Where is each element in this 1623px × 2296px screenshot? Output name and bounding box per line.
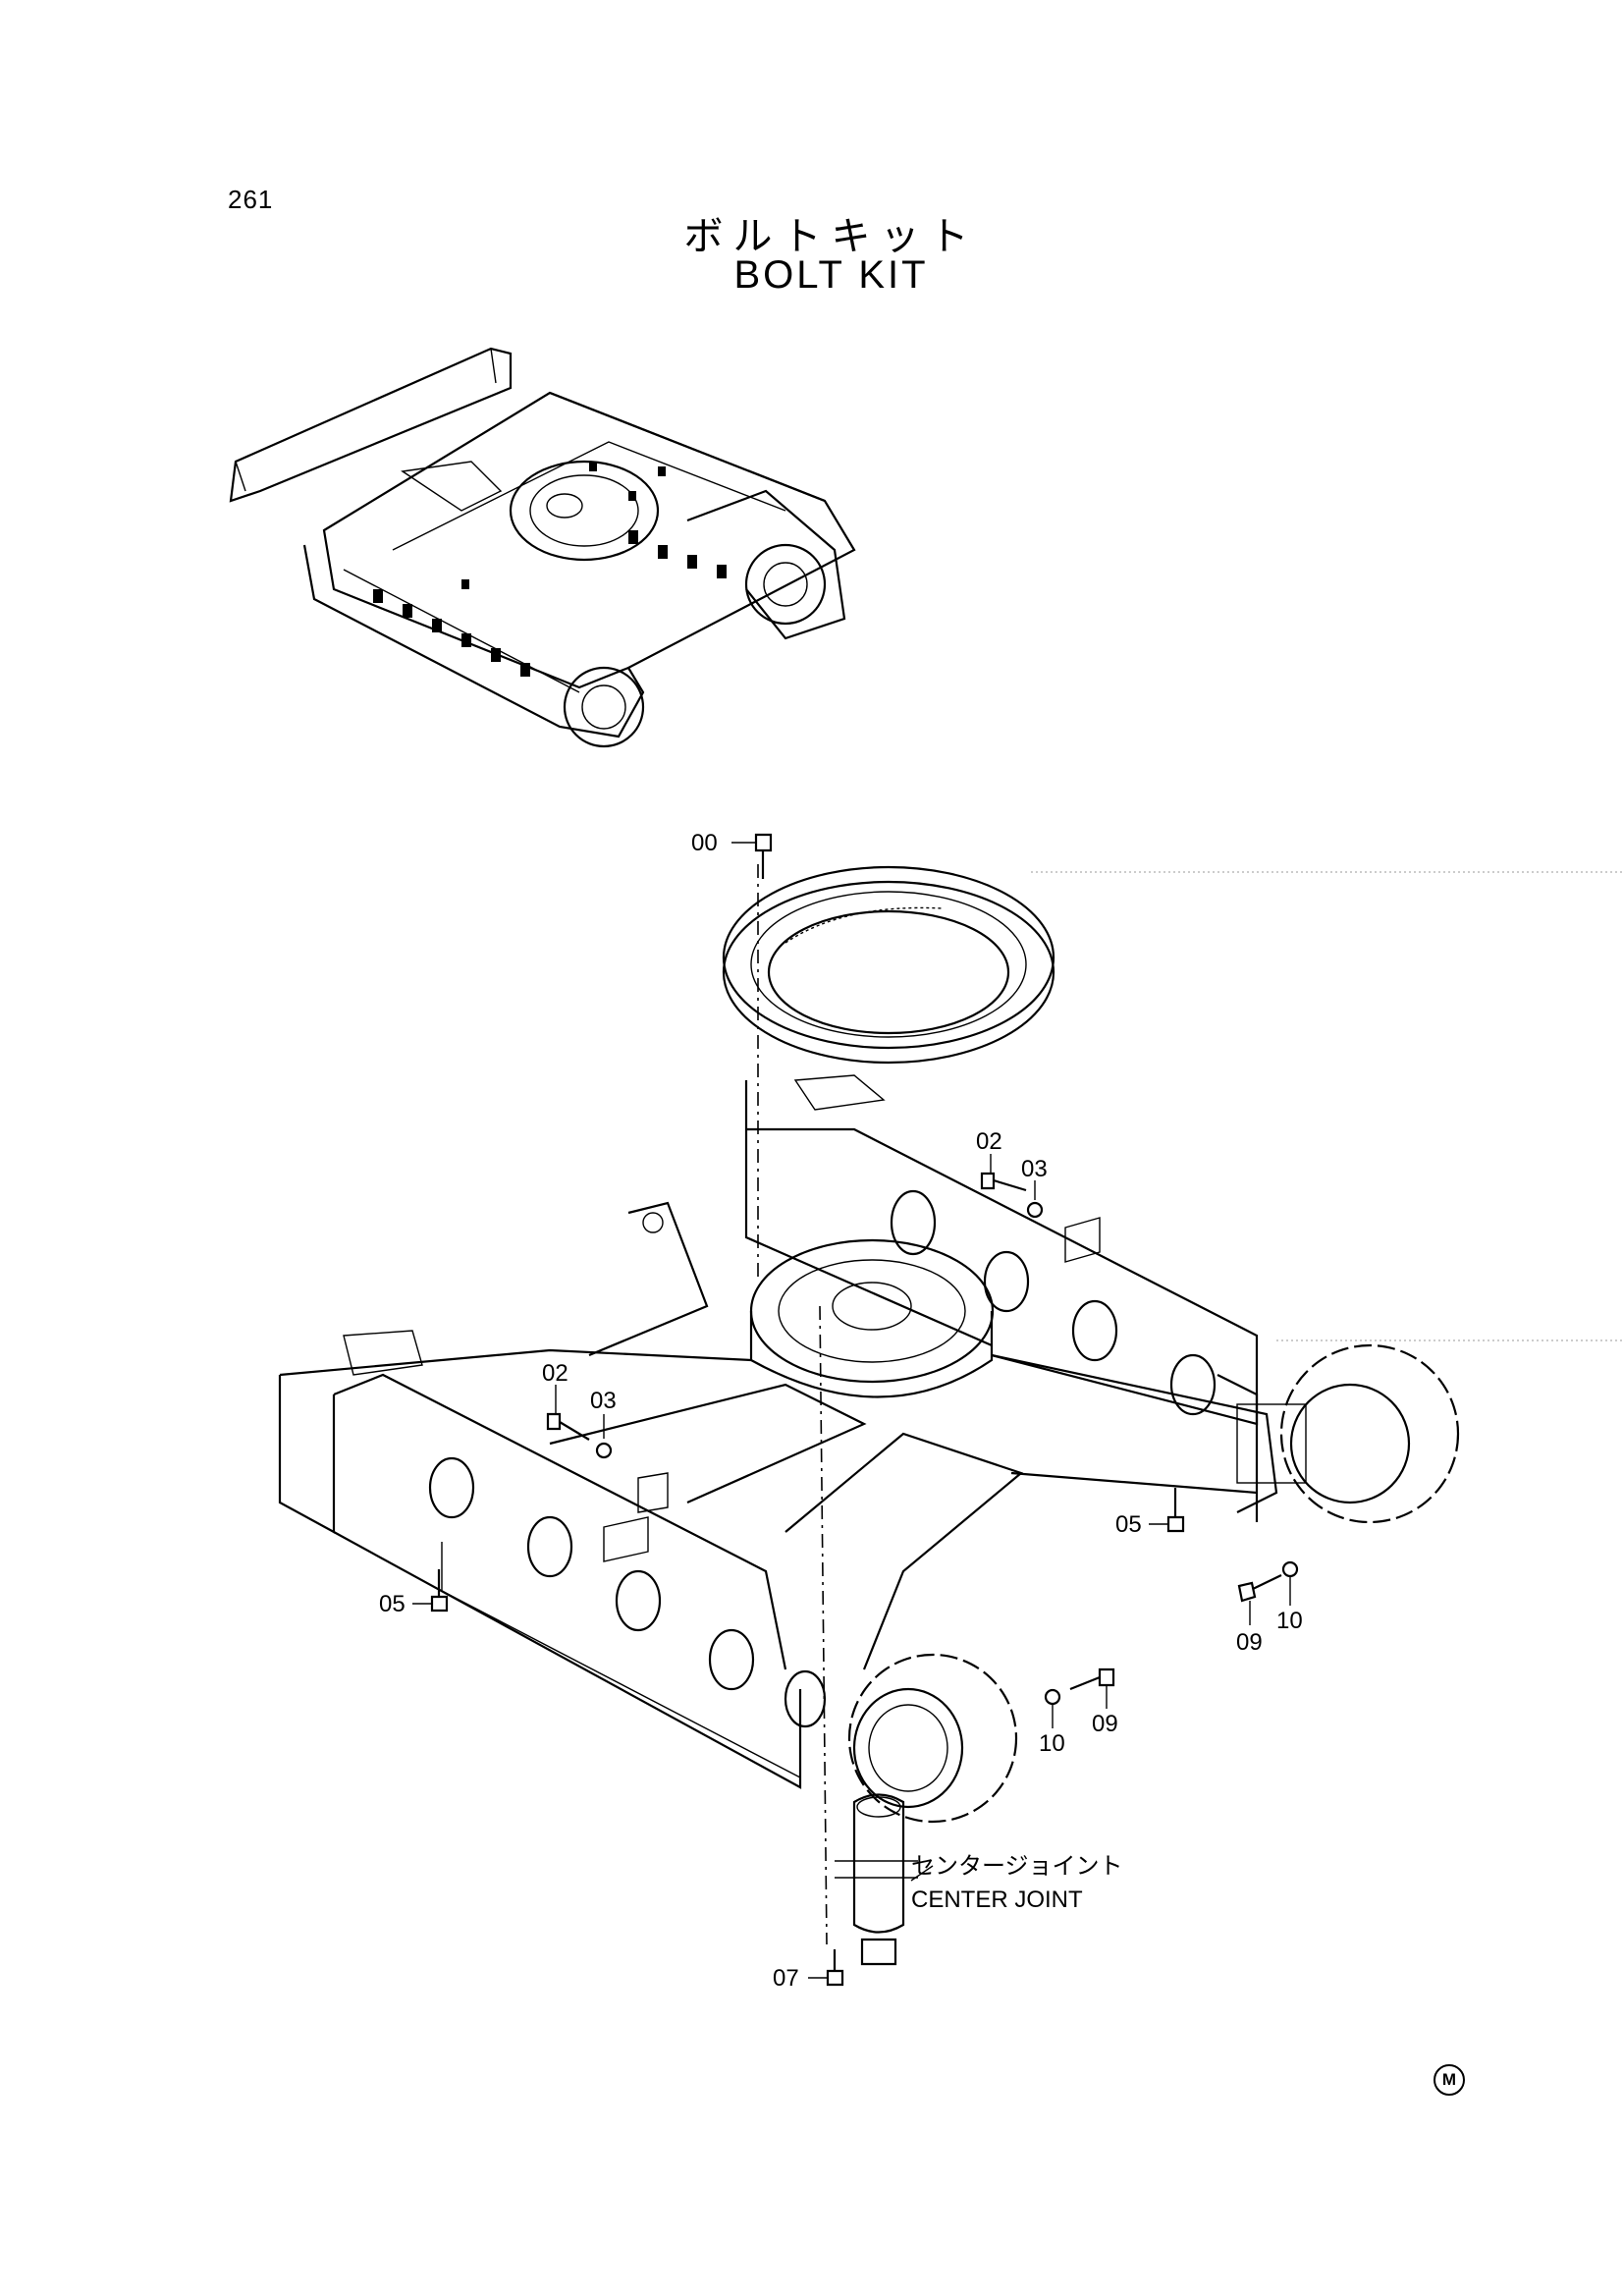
callout-05: 05 — [1115, 1511, 1142, 1538]
main-exploded-view — [278, 833, 1623, 1987]
title-english: BOLT KIT — [733, 253, 929, 297]
travel-motor-sprockets — [847, 1343, 1460, 1824]
swing-bearing-ring — [722, 865, 1055, 1065]
center-hub — [749, 1238, 995, 1398]
center-joint — [835, 1793, 934, 1966]
overview-undercarriage-sketch — [229, 347, 856, 748]
callout-03: 03 — [590, 1388, 617, 1414]
circled-m-mark: M — [1434, 2064, 1465, 2096]
callout-00: 00 — [691, 830, 718, 856]
callout-02: 02 — [542, 1360, 568, 1387]
callout-10: 10 — [1276, 1608, 1303, 1634]
track-frame — [278, 1074, 1278, 1789]
track-rollers — [428, 1189, 1217, 1728]
center-joint-label-japanese: センタージョイント — [911, 1852, 1123, 1880]
callout-03: 03 — [1021, 1156, 1048, 1182]
title-japanese: ボルトキット — [683, 214, 979, 259]
callout-05: 05 — [379, 1591, 406, 1617]
callout-02: 02 — [976, 1128, 1002, 1155]
page-number: 261 — [228, 185, 274, 214]
callout-07: 07 — [773, 1965, 799, 1992]
center-joint-label-english: CENTER JOINT — [911, 1886, 1083, 1913]
callout-09: 09 — [1236, 1629, 1263, 1656]
callout-09: 09 — [1092, 1711, 1118, 1737]
callout-10: 10 — [1039, 1730, 1065, 1757]
